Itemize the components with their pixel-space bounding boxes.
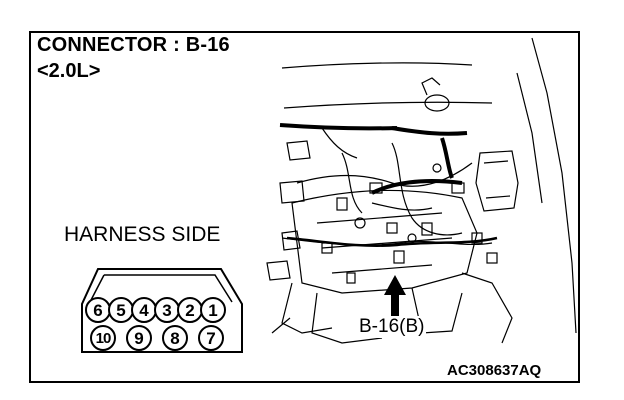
engine-bay-illustration — [266, 37, 577, 344]
connector-pin-10: 10 — [90, 325, 116, 351]
connector-pin-8: 8 — [162, 325, 188, 351]
connector-pin-6: 6 — [85, 297, 111, 323]
connector-callout-label: B-16(B) — [357, 316, 427, 338]
figure-code: AC308637AQ — [447, 362, 542, 379]
engine-variant-label: <2.0L> — [37, 60, 101, 82]
harness-side-label: HARNESS SIDE — [64, 223, 221, 246]
connector-pin-7: 7 — [198, 325, 224, 351]
connector-title: CONNECTOR : B-16 — [37, 34, 230, 56]
connector-pin-4: 4 — [131, 297, 157, 323]
diagram-frame — [29, 31, 580, 383]
connector-pin-9: 9 — [126, 325, 152, 351]
connector-pin-1: 1 — [200, 297, 226, 323]
